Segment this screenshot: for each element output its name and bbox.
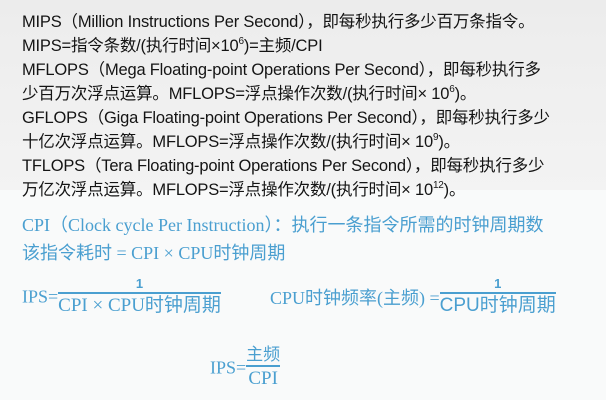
clock-frequency-formula: CPU时钟频率(主频) = 1 CPU时钟周期 <box>270 276 556 316</box>
gflops-definition: GFLOPS（Giga Floating-point Operations Pe… <box>22 109 550 127</box>
ips-formula-2: IPS= 主频 CPI <box>210 345 281 389</box>
definitions-panel <box>0 0 606 190</box>
fraction-bar <box>246 365 281 367</box>
mflops-definition: MFLOPS（Mega Floating-point Operations Pe… <box>22 61 541 79</box>
cpi-definition: CPI（Clock cycle Per Instruction）：执行一条指令所… <box>22 215 544 235</box>
fraction-bar <box>439 292 556 294</box>
tflops-definition: TFLOPS（Tera Floating-point Operations Pe… <box>22 157 545 175</box>
instruction-time: 该指令耗时 = CPI × CPU时钟周期 <box>22 243 286 263</box>
fraction-bar <box>58 292 221 294</box>
ips-formula-1: IPS= 1 CPI × CPU时钟周期 <box>22 276 221 316</box>
mflops-formula: 少百万次浮点运算。MFLOPS=浮点操作次数/(执行时间× 106)。 <box>22 83 477 104</box>
mips-formula: MIPS=指令条数/(执行时间×106)=主频/CPI <box>22 35 323 56</box>
mips-definition: MIPS（Million Instructions Per Second），即每… <box>22 13 535 31</box>
gflops-formula: 十亿次浮点运算。MFLOPS=浮点操作次数/(执行时间× 109)。 <box>22 131 460 152</box>
tflops-formula: 万亿次浮点运算。MFLOPS=浮点操作次数/(执行时间× 1012)。 <box>22 179 466 200</box>
